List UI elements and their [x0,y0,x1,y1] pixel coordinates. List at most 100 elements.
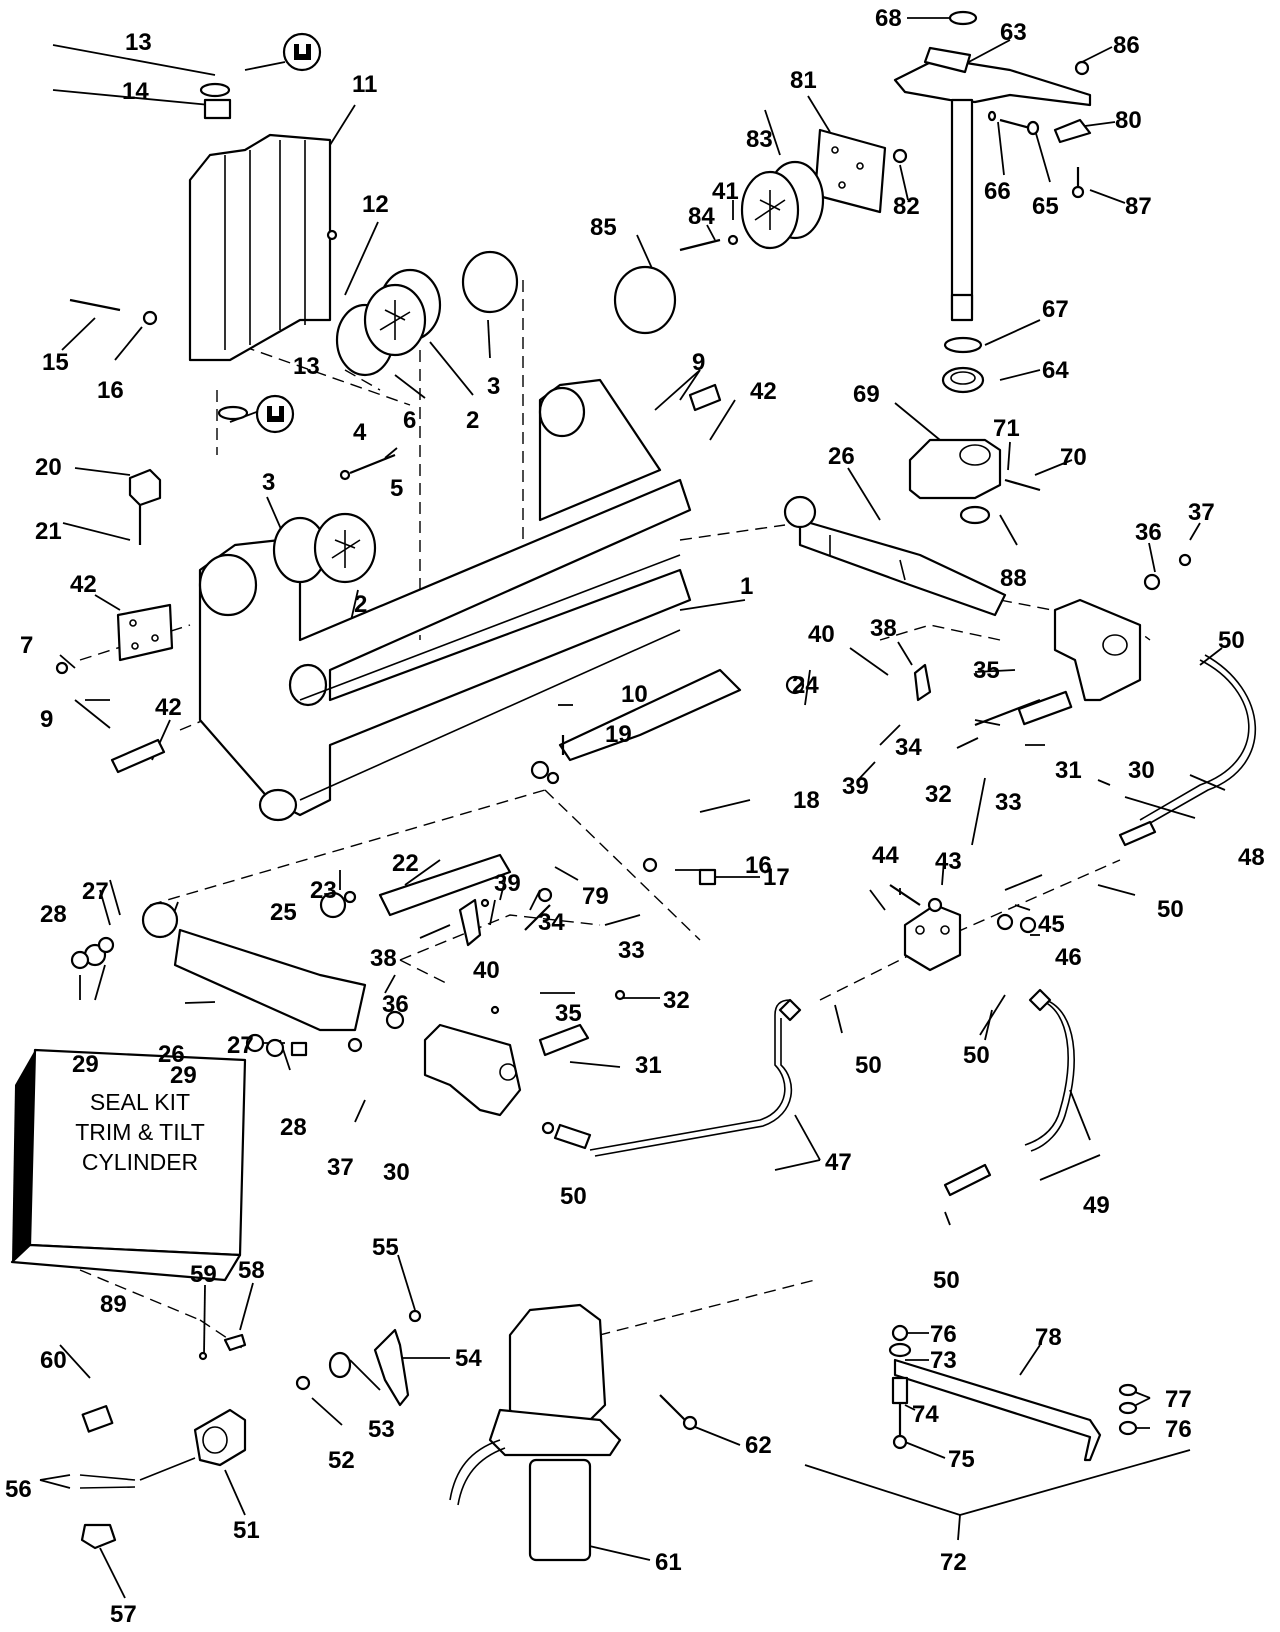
callout-33-lower: 33 [618,937,645,964]
callout-89: 89 [100,1291,127,1318]
callout-2-upper: 2 [466,407,479,434]
callout-75: 75 [948,1446,975,1473]
callout-50-lower-left: 50 [560,1183,587,1210]
callout-87: 87 [1125,193,1152,220]
callout-22: 22 [392,850,419,877]
callout-10: 10 [621,681,648,708]
callout-76-lower: 76 [1165,1416,1192,1443]
swivel-bracket-1 [198,378,692,822]
hydraulic-lines [589,654,1257,1197]
callout-77: 77 [1165,1386,1192,1413]
callout-71: 71 [993,415,1020,442]
callout-4: 4 [353,419,367,446]
callout-32-upper: 32 [925,781,952,808]
callout-9-upper: 9 [692,349,705,376]
callout-31-lower: 31 [635,1052,662,1079]
tilt-pin-22 [319,668,805,919]
trim-motor-61 [449,1303,698,1562]
callout-42-left: 42 [70,571,97,598]
callout-15: 15 [42,349,69,376]
callout-14: 14 [122,78,149,105]
callout-12: 12 [362,191,389,218]
callout-61: 61 [655,1549,682,1576]
callout-40-upper: 40 [808,621,835,648]
callout-64: 64 [1042,357,1069,384]
callout-52: 52 [328,1447,355,1474]
callout-63: 63 [1000,19,1027,46]
callout-27-upper: 27 [82,878,109,905]
callout-49: 49 [1083,1192,1110,1219]
callout-68: 68 [875,5,902,32]
callout-85: 85 [590,214,617,241]
callout-9-lower: 9 [40,706,53,733]
callout-81: 81 [790,67,817,94]
callout-37-upper: 37 [1188,499,1215,526]
callout-30-lower: 30 [383,1159,410,1186]
callout-16-lower: 16 [745,852,772,879]
mounts-upper-right [613,160,825,335]
seal-kit-label-line-3: CYLINDER [82,1149,198,1175]
callout-59: 59 [190,1261,217,1288]
callout-74: 74 [912,1401,939,1428]
trim-cylinder-26-lower [70,901,367,1058]
callout-26-lower: 26 [158,1041,185,1068]
callout-21: 21 [35,518,62,545]
callout-35-lower: 35 [555,1000,582,1027]
callout-55: 55 [372,1234,399,1261]
callout-70: 70 [1060,444,1087,471]
callout-86: 86 [1113,32,1140,59]
arm-hardware [813,60,1092,214]
seal-kit-label-line-1: SEAL KIT [90,1089,190,1115]
callout-20: 20 [35,454,62,481]
callout-29-upper: 29 [72,1051,99,1078]
callout-25: 25 [270,899,297,926]
callout-29-lower: 29 [170,1062,197,1089]
seal-kit-label-line-2: TRIM & TILT [75,1119,205,1145]
callout-33-upper: 33 [995,789,1022,816]
callout-50-mid-left: 50 [855,1052,882,1079]
sealant-symbol-upper [282,32,322,72]
trim-cylinder-26-upper [783,495,1007,617]
callout-80: 80 [1115,107,1142,134]
callout-26-upper: 26 [828,443,855,470]
mounts-lower [55,383,722,774]
callout-46: 46 [1055,944,1082,971]
callout-19: 19 [605,721,632,748]
callout-50-mid-right: 50 [963,1042,990,1069]
callout-39-lower: 39 [494,870,521,897]
callout-76-upper: 76 [930,1321,957,1348]
callout-3-upper: 3 [487,373,500,400]
callout-16-upper: 16 [97,377,124,404]
callout-45: 45 [1038,911,1065,938]
callout-37-lower: 37 [327,1154,354,1181]
callout-82: 82 [893,193,920,220]
callout-88: 88 [1000,565,1027,592]
callout-11: 11 [352,71,377,98]
callout-35-upper: 35 [973,657,1000,684]
steering-arm-63 [893,10,1092,394]
callout-79: 79 [582,883,609,910]
callout-50-upper-right: 50 [1218,627,1245,654]
callout-13-lower: 13 [293,353,320,380]
callout-3-lower: 3 [262,469,275,496]
callout-66: 66 [984,178,1011,205]
callout-43: 43 [935,848,962,875]
callout-78: 78 [1035,1324,1062,1351]
callout-7: 7 [20,632,33,659]
callout-83: 83 [746,126,773,153]
stern-bracket-11 [69,82,338,362]
callout-30-upper: 30 [1128,757,1155,784]
callout-1: 1 [740,573,753,600]
callout-47: 47 [825,1149,852,1176]
tie-bar-78 [888,1324,1138,1462]
callout-65: 65 [1032,193,1059,220]
callout-28-lower: 28 [280,1114,307,1141]
callout-42-lower: 42 [155,694,182,721]
callout-32-lower: 32 [663,987,690,1014]
trim-sender-51 [79,1333,247,1550]
callout-40-lower: 40 [473,957,500,984]
callout-6: 6 [403,407,416,434]
callout-42-upper: 42 [750,378,777,405]
callout-62: 62 [745,1432,772,1459]
